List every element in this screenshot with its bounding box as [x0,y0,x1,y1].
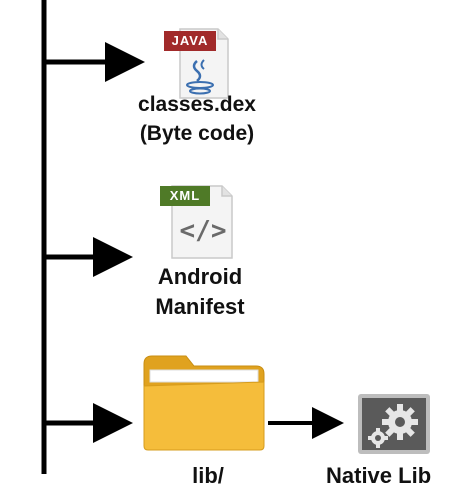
folder-icon [140,352,268,452]
java-badge: JAVA [171,33,209,48]
native-lib-label: Native Lib [326,463,432,488]
manifest-subtitle: Manifest [155,294,245,319]
classes-dex-subtitle: (Byte code) [139,122,255,145]
connector-diagram [41,0,344,474]
gears-icon [356,392,432,456]
xml-badge: XML [169,188,201,203]
classes-dex-label: classes.dex (Byte code) [112,90,282,148]
manifest-label: Android Manifest [120,262,280,322]
manifest-title: Android [157,264,243,289]
xml-file-icon: XML </> [158,182,234,260]
classes-dex-title: classes.dex [138,93,256,116]
java-file-icon: JAVA [160,25,232,100]
lib-label: lib/ [192,463,224,488]
code-glyph: </> [179,216,227,246]
